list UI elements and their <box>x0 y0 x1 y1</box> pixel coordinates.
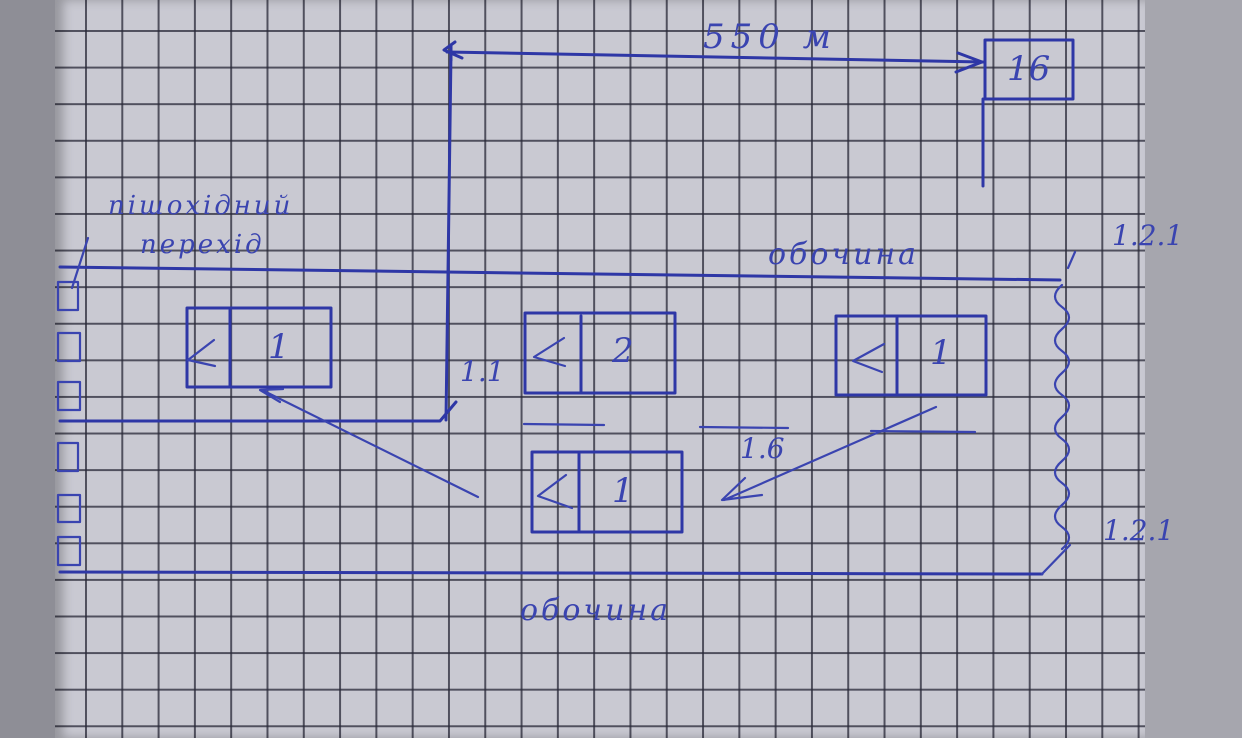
sign-label: 16 <box>1007 49 1051 89</box>
background-right <box>1140 0 1242 738</box>
vehicle-1-right-number: 1 <box>930 333 952 373</box>
marking-tick-top <box>1066 250 1077 270</box>
shoulder-bottom-label: обочина <box>520 593 672 628</box>
vehicle-1-bottom-shape <box>530 450 684 534</box>
road-edge-bottom <box>58 570 1044 576</box>
road-sign-16 <box>981 38 1075 188</box>
vehicle-1-right-shape <box>834 314 988 397</box>
crosswalk-label-line1: пішохідний <box>108 191 294 221</box>
crosswalk-label-line2: перехід <box>140 230 265 260</box>
arrow-to-vehicle-1-left <box>258 387 480 499</box>
marking-tick-bottom <box>1040 543 1072 576</box>
marking-label-lane: 1.6 <box>740 432 785 465</box>
marking-label-center: 1.1 <box>460 355 505 388</box>
reference-line <box>444 50 453 422</box>
marking-label-bottom: 1.2.1 <box>1103 514 1175 547</box>
marking-label-top: 1.2.1 <box>1112 219 1184 252</box>
lane-marking-1-6 <box>522 422 977 434</box>
crosswalk-zebra <box>56 236 90 567</box>
vehicle-1-left-number: 1 <box>268 327 290 367</box>
vehicle-1-bottom-number: 1 <box>612 471 634 511</box>
vehicle-1-left-shape <box>185 306 333 389</box>
vehicle-2-number: 2 <box>612 331 634 371</box>
shoulder-top-label: обочина <box>768 237 920 272</box>
arrow-to-vehicle-1-bottom <box>720 405 938 502</box>
graph-paper <box>55 0 1145 738</box>
center-line-1-1 <box>58 400 458 423</box>
road-edge-top <box>58 265 1062 282</box>
vehicle-2-shape <box>523 311 677 395</box>
distance-label: 550 м <box>703 17 837 57</box>
road-break-line <box>1053 283 1071 551</box>
